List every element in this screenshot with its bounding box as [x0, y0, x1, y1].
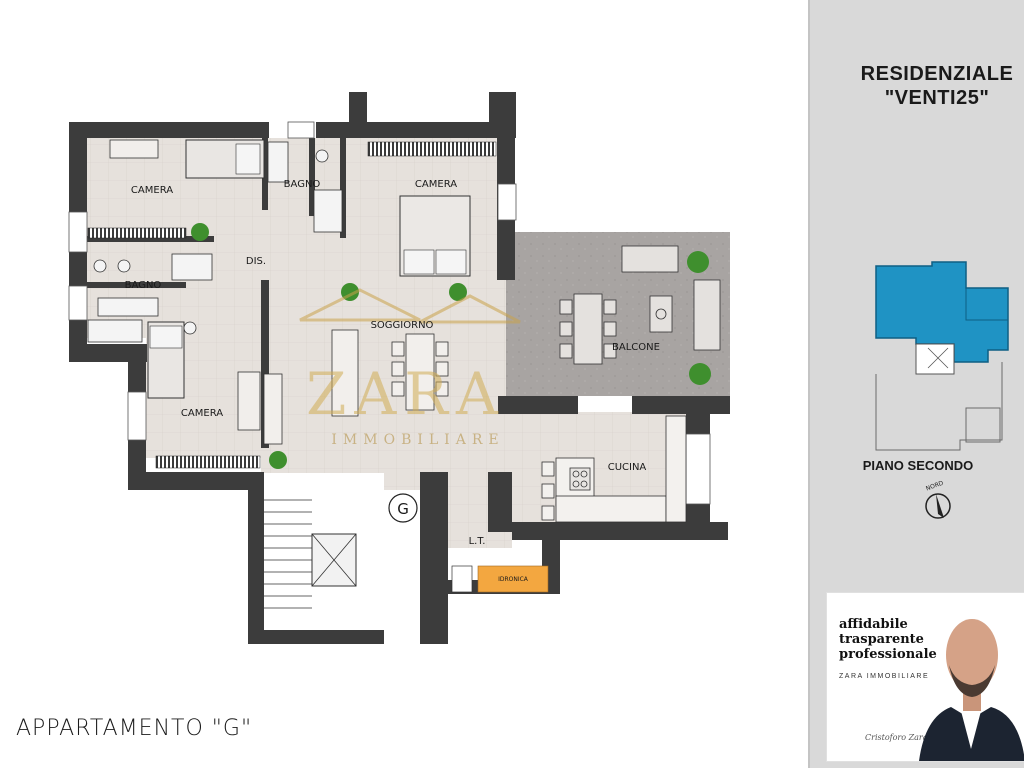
bed-icon — [399, 195, 471, 277]
desk-icon — [109, 139, 261, 431]
room-label-dis: DIS. — [246, 256, 266, 267]
wardrobes — [87, 141, 497, 469]
plant-icon — [191, 223, 711, 469]
bed-icon — [147, 321, 185, 399]
ad-line-3: professionale — [839, 647, 937, 662]
lt-riser — [451, 565, 473, 593]
stair-marker: G — [397, 500, 409, 518]
stairwell — [264, 490, 420, 630]
room-label-bagno-left: BAGNO — [125, 280, 162, 291]
ad-line-1: affidabile — [839, 617, 908, 632]
kitchen-chairs — [541, 461, 555, 521]
agent-advert: affidabile trasparente professionale ZAR… — [826, 592, 1024, 762]
windows — [68, 121, 711, 505]
room-label-cucina: CUCINA — [608, 462, 647, 473]
balcony-furniture — [559, 245, 721, 365]
idronica-label: IDRONICA — [498, 576, 529, 583]
sofa-icon — [263, 329, 359, 445]
stair-marker-circle — [388, 493, 418, 523]
idronica-box — [477, 565, 549, 593]
room-label-soggiorno: SOGGIORNO — [371, 320, 434, 331]
residence-title: RESIDENZIALE "VENTI25" — [832, 62, 1024, 110]
room-label-camera-ne: CAMERA — [415, 179, 457, 190]
ad-signature: Cristoforo Zara — [865, 733, 928, 742]
bathroom-fixtures — [87, 141, 343, 343]
room-label-balcone: BALCONE — [612, 342, 660, 353]
compass-label: NORD — [925, 480, 945, 492]
room-label-camera-nw: CAMERA — [131, 185, 173, 196]
watermark-name: ZARA — [306, 360, 506, 428]
key-plan — [875, 261, 1009, 451]
agent-photo — [919, 619, 1024, 761]
room-label-bagno-top: BAGNO — [284, 179, 321, 190]
room-label-camera-sw: CAMERA — [181, 408, 223, 419]
residence-title-line1: RESIDENZIALE — [860, 63, 1014, 85]
ad-brand: ZARA IMMOBILIARE — [839, 673, 930, 680]
ad-line-2: trasparente — [839, 632, 924, 647]
table-icon — [391, 333, 449, 411]
apartment-title: APPARTAMENTO "G" — [16, 716, 253, 741]
residence-title-line2: "VENTI25" — [884, 87, 990, 109]
bed-icon — [185, 139, 265, 179]
floor-label: PIANO SECONDO — [862, 458, 974, 473]
room-label-lt: L.T. — [469, 536, 486, 547]
watermark-sub: IMMOBILIARE — [331, 432, 504, 448]
watermark — [299, 288, 521, 324]
stove-icon — [569, 467, 591, 491]
floor-plan: G IDRONICA ZARA IMMOBILIARE CAMERA BAGNO… — [68, 92, 730, 644]
compass-icon: NORD — [925, 480, 951, 519]
